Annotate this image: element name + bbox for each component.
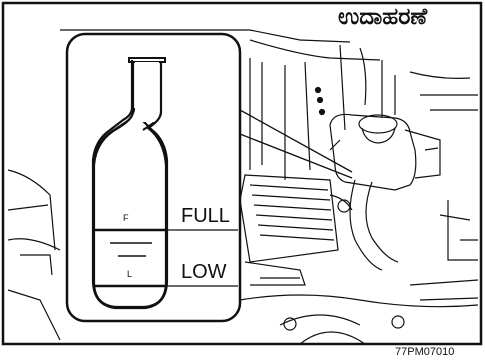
low-level-label: LOW (181, 261, 227, 284)
illustration-title: ಉದಾಹರಣೆ (338, 4, 427, 30)
figure-code: 77PM07010 (395, 346, 454, 358)
reservoir-neck-mask (135, 62, 159, 122)
f-mark-label: F (123, 213, 129, 223)
full-level-label: FULL (181, 205, 230, 228)
l-mark-label: L (127, 269, 132, 279)
